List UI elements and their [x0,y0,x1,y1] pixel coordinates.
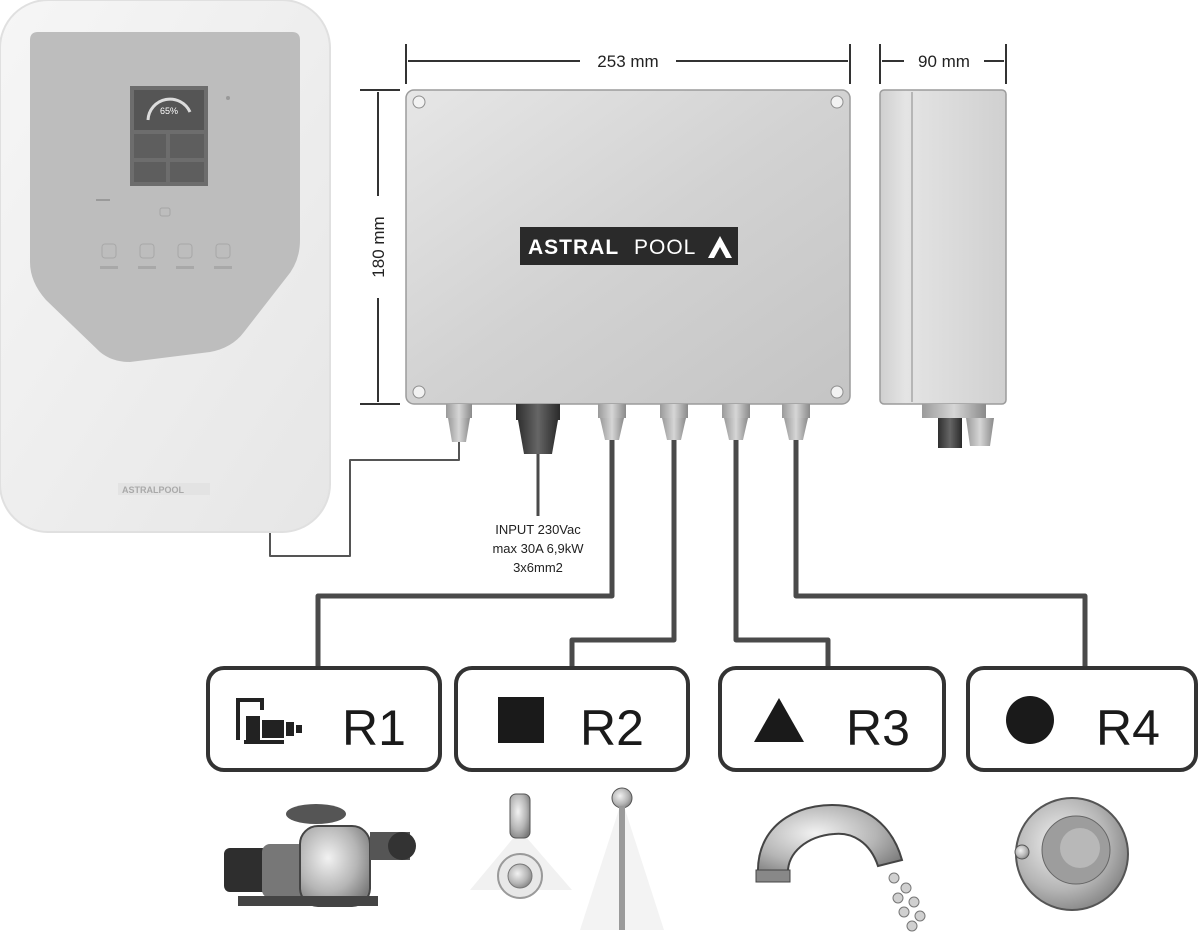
triangle-icon [754,698,804,742]
screw-icon [412,385,426,399]
relay-label-r1: R1 [342,700,406,756]
relay-label-r4: R4 [1096,700,1160,756]
relay-r3: R3 [718,666,946,772]
gland-r2 [660,404,688,440]
relay-box-outline [206,666,442,772]
controller-logo: ASTRALPOOL [122,485,185,495]
relay-r4: R4 [966,666,1198,772]
depth-label: 90 mm [918,52,970,71]
controller-unit: 65% ASTRALPOOL [0,0,331,533]
input-note-line2: max 30A 6,9kW [492,541,584,556]
input-note-line3: 3x6mm2 [513,560,563,575]
relay-box-outline [966,666,1198,772]
astralpool-logo: ASTRAL POOL [520,227,738,265]
input-note-line1: INPUT 230Vac [495,522,581,537]
gland-r1 [598,404,626,440]
relay-box-side-view [879,89,1007,448]
controller-buttons [101,243,231,259]
gland-r3 [722,404,750,440]
logo-mark-icon [708,236,732,258]
pool-light-illustration [1014,797,1129,911]
cable-r1 [315,436,615,668]
light-fixtures-illustration [470,787,664,930]
relay-r2: R2 [454,666,690,772]
controller-logo-plate [118,483,210,495]
relay-label-r2: R2 [580,700,644,756]
gland-r4 [782,404,810,440]
pump-icon [236,698,302,744]
relay-r1: R1 [206,666,442,772]
logo-text-astral: ASTRAL [528,236,619,259]
height-label: 180 mm [369,216,388,277]
waterfall-spout-illustration [755,804,926,932]
controller-screen-value: 65% [160,106,178,116]
input-note: INPUT 230Vac max 30A 6,9kW 3x6mm2 [492,522,584,575]
screw-icon [830,385,844,399]
dimension-depth [879,44,1007,84]
controller-front-panel [30,32,300,362]
gland-input [516,404,560,454]
relay-box-outline [718,666,946,772]
relay-box-outline [454,666,690,772]
square-icon [498,697,544,743]
relay-box: ASTRAL POOL [405,89,851,405]
gland-controller [446,404,472,442]
controller-link-cable [269,440,460,557]
cable-glands [446,404,810,454]
screw-icon [830,95,844,109]
circle-icon [1006,696,1054,744]
cable-r3 [733,436,831,668]
screw-icon [412,95,426,109]
relay-label-r3: R3 [846,700,910,756]
dimension-width [405,44,851,84]
cables [269,436,1088,668]
pool-pump-illustration [224,804,416,907]
cable-r2 [569,436,677,668]
logo-text-pool: POOL [634,236,696,259]
width-label: 253 mm [597,52,658,71]
cable-r4 [793,436,1088,668]
dimension-height [360,89,400,405]
